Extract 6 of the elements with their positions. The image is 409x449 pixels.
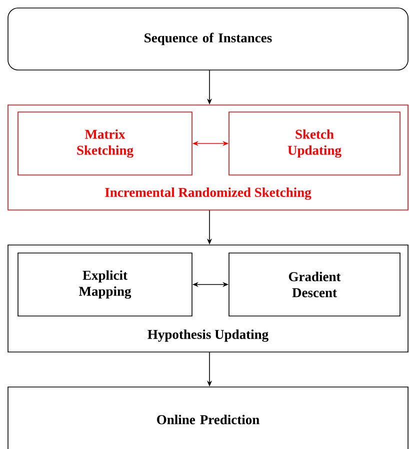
process-box: Gradient Descent: [228, 252, 400, 316]
process-box: Matrix Sketching: [18, 112, 192, 176]
process-box: Sequence of Instances: [8, 8, 408, 70]
process-box: Sketch Updating: [228, 112, 400, 176]
process-box: Explicit Mapping: [18, 252, 192, 316]
process-box: Online Prediction: [8, 386, 408, 449]
